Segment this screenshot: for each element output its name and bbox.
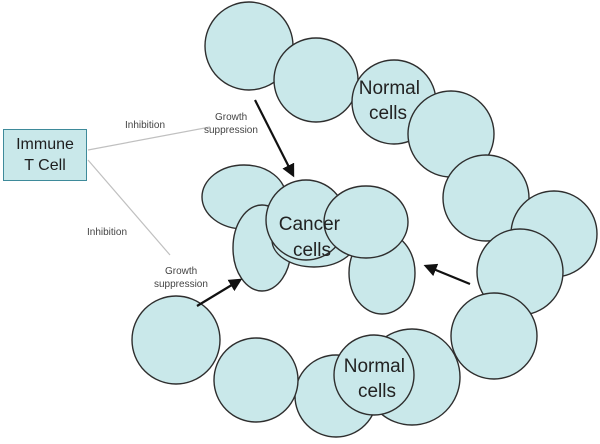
cancer-cells-label: Cancer cells bbox=[279, 214, 346, 261]
normal-cell bbox=[333, 334, 415, 416]
normal-cell bbox=[450, 292, 538, 380]
normal-cells-label-top: Normal cells bbox=[359, 78, 426, 124]
tcell-label-line2: T Cell bbox=[24, 157, 66, 174]
tcell-label-line1: Immune bbox=[16, 136, 74, 153]
normal-cell bbox=[442, 154, 530, 242]
inhibition-label-top: Inhibition bbox=[125, 120, 165, 131]
inhibition-label-bottom: Inhibition bbox=[87, 227, 127, 238]
normal-cell bbox=[131, 295, 221, 385]
immune-t-cell-box: Immune T Cell bbox=[3, 129, 87, 181]
cancer-cell bbox=[323, 185, 409, 259]
normal-cell bbox=[273, 37, 359, 123]
inhibition-line-bottom bbox=[87, 159, 171, 256]
arrow-normal-to-cancer-bottom bbox=[196, 278, 243, 307]
inhibition-line-top bbox=[87, 126, 211, 151]
arrow-normal-to-cancer-top bbox=[254, 99, 295, 178]
growth-suppression-label-bottom: Growth suppression bbox=[154, 266, 208, 290]
normal-cell bbox=[213, 337, 299, 423]
arrow-normal-to-cancer-right bbox=[423, 263, 471, 286]
growth-suppression-label-top: Growth suppression bbox=[204, 112, 258, 136]
normal-cells-label-bottom: Normal cells bbox=[344, 356, 411, 402]
